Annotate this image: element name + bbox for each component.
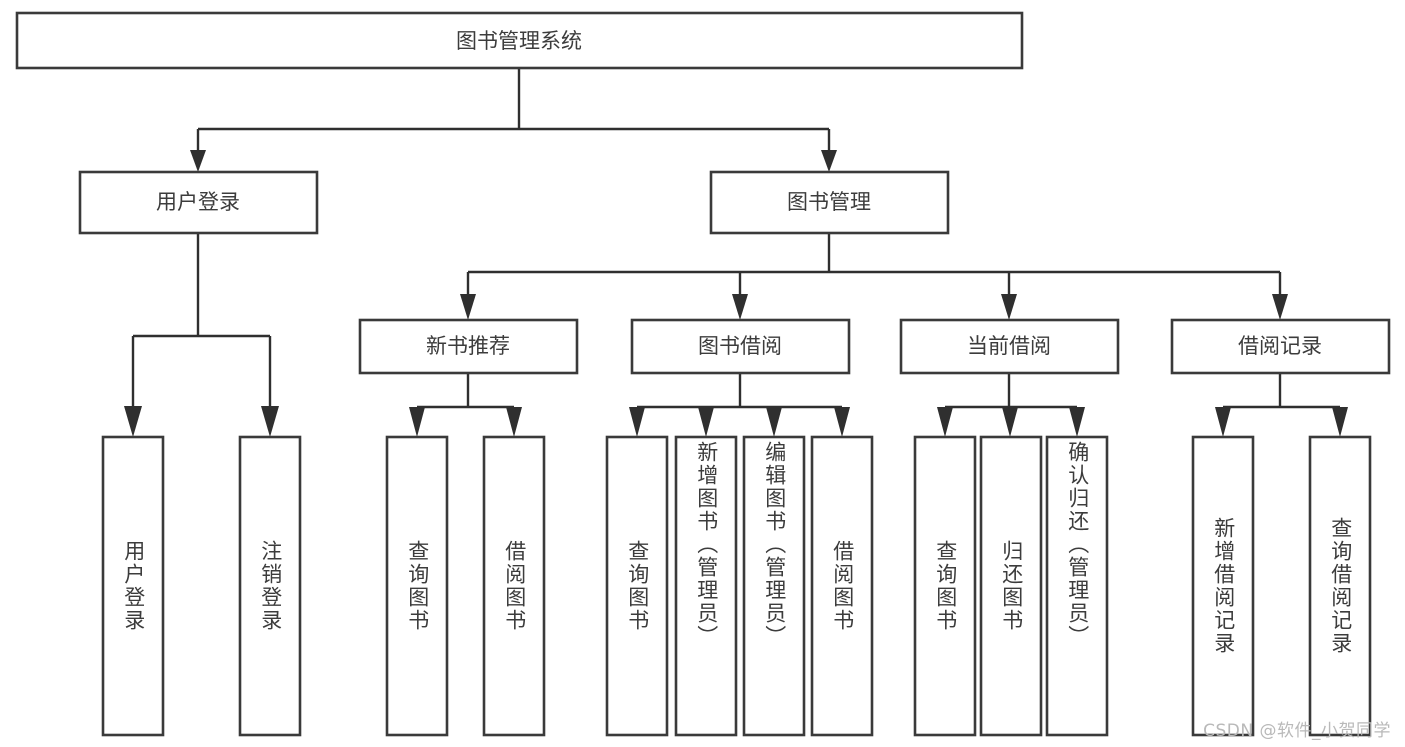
arrow-to-leaf-add-book (698, 407, 714, 437)
node-root-system-label: 图书管理系统 (456, 29, 582, 53)
node-user-login-box[interactable] (78, 170, 319, 235)
arrow-to-current-borrow (1001, 294, 1017, 320)
arrow-to-borrow-record (1272, 294, 1288, 320)
arrow-to-leaf-query-book-1 (409, 407, 425, 437)
node-book-borrow[interactable]: 图书借阅 (630, 318, 851, 375)
leaf-leaf-query-book-3-box[interactable] (913, 435, 977, 737)
leaf-leaf-add-book-box[interactable] (674, 435, 738, 737)
edges-layer (124, 68, 1348, 437)
arrow-to-leaf-borrow-book-1 (506, 407, 522, 437)
node-user-login-label: 用户登录 (156, 190, 240, 214)
node-book-borrow-box[interactable] (630, 318, 851, 375)
leaf-leaf-query-book-1-box[interactable] (385, 435, 449, 737)
leaf-leaf-query-record-box[interactable] (1308, 435, 1372, 737)
node-borrow-record-label: 借阅记录 (1238, 334, 1322, 358)
arrow-to-leaf-query-book-3 (937, 407, 953, 437)
node-new-book-recommend-box[interactable] (358, 318, 579, 375)
node-book-manage[interactable]: 图书管理 (709, 170, 950, 235)
arrow-to-leaf-query-record (1332, 407, 1348, 437)
nodes-layer: 图书管理系统 用户登录 图书管理 新书推荐 图书借阅 当前 (15, 11, 1391, 737)
node-new-book-recommend[interactable]: 新书推荐 (358, 318, 579, 375)
node-root-system[interactable]: 图书管理系统 (15, 11, 1024, 70)
node-root-system-box[interactable] (15, 11, 1024, 70)
leaf-leaf-edit-book-box[interactable] (742, 435, 806, 737)
leaf-leaf-borrow-book-2-box[interactable] (810, 435, 874, 737)
leaf-leaf-borrow-book-1-box[interactable] (482, 435, 546, 737)
node-borrow-record[interactable]: 借阅记录 (1170, 318, 1391, 375)
arrow-to-leaf-confirm-return (1069, 407, 1085, 437)
arrow-to-leaf-edit-book (766, 407, 782, 437)
node-current-borrow-label: 当前借阅 (967, 334, 1051, 358)
node-book-manage-box[interactable] (709, 170, 950, 235)
watermark-text: CSDN @软件_小贺同学 (1203, 721, 1391, 741)
arrow-to-book-manage (821, 150, 837, 172)
leaf-boxes-layer (101, 435, 1372, 737)
node-book-manage-label: 图书管理 (787, 190, 871, 214)
node-user-login[interactable]: 用户登录 (78, 170, 319, 235)
node-book-borrow-label: 图书借阅 (698, 334, 782, 358)
arrow-to-new-book-recommend (460, 294, 476, 320)
arrow-to-leaf-user-login (124, 406, 142, 437)
leaf-leaf-confirm-return-box[interactable] (1045, 435, 1109, 737)
arrow-to-user-login (190, 150, 206, 172)
node-new-book-recommend-label: 新书推荐 (426, 334, 510, 358)
arrow-to-leaf-add-record (1215, 407, 1231, 437)
leaf-leaf-add-record-box[interactable] (1191, 435, 1255, 737)
node-current-borrow-box[interactable] (899, 318, 1120, 375)
arrow-to-leaf-query-book-2 (629, 407, 645, 437)
leaf-leaf-return-book-box[interactable] (979, 435, 1043, 737)
node-borrow-record-box[interactable] (1170, 318, 1391, 375)
arrow-to-book-borrow (732, 294, 748, 320)
leaf-leaf-user-logout-box[interactable] (238, 435, 302, 737)
node-current-borrow[interactable]: 当前借阅 (899, 318, 1120, 375)
leaf-leaf-user-login-box[interactable] (101, 435, 165, 737)
arrow-to-leaf-user-logout (261, 406, 279, 437)
arrow-to-leaf-return-book (1002, 407, 1018, 437)
leaf-leaf-query-book-2-box[interactable] (605, 435, 669, 737)
arrow-to-leaf-borrow-book-2 (834, 407, 850, 437)
